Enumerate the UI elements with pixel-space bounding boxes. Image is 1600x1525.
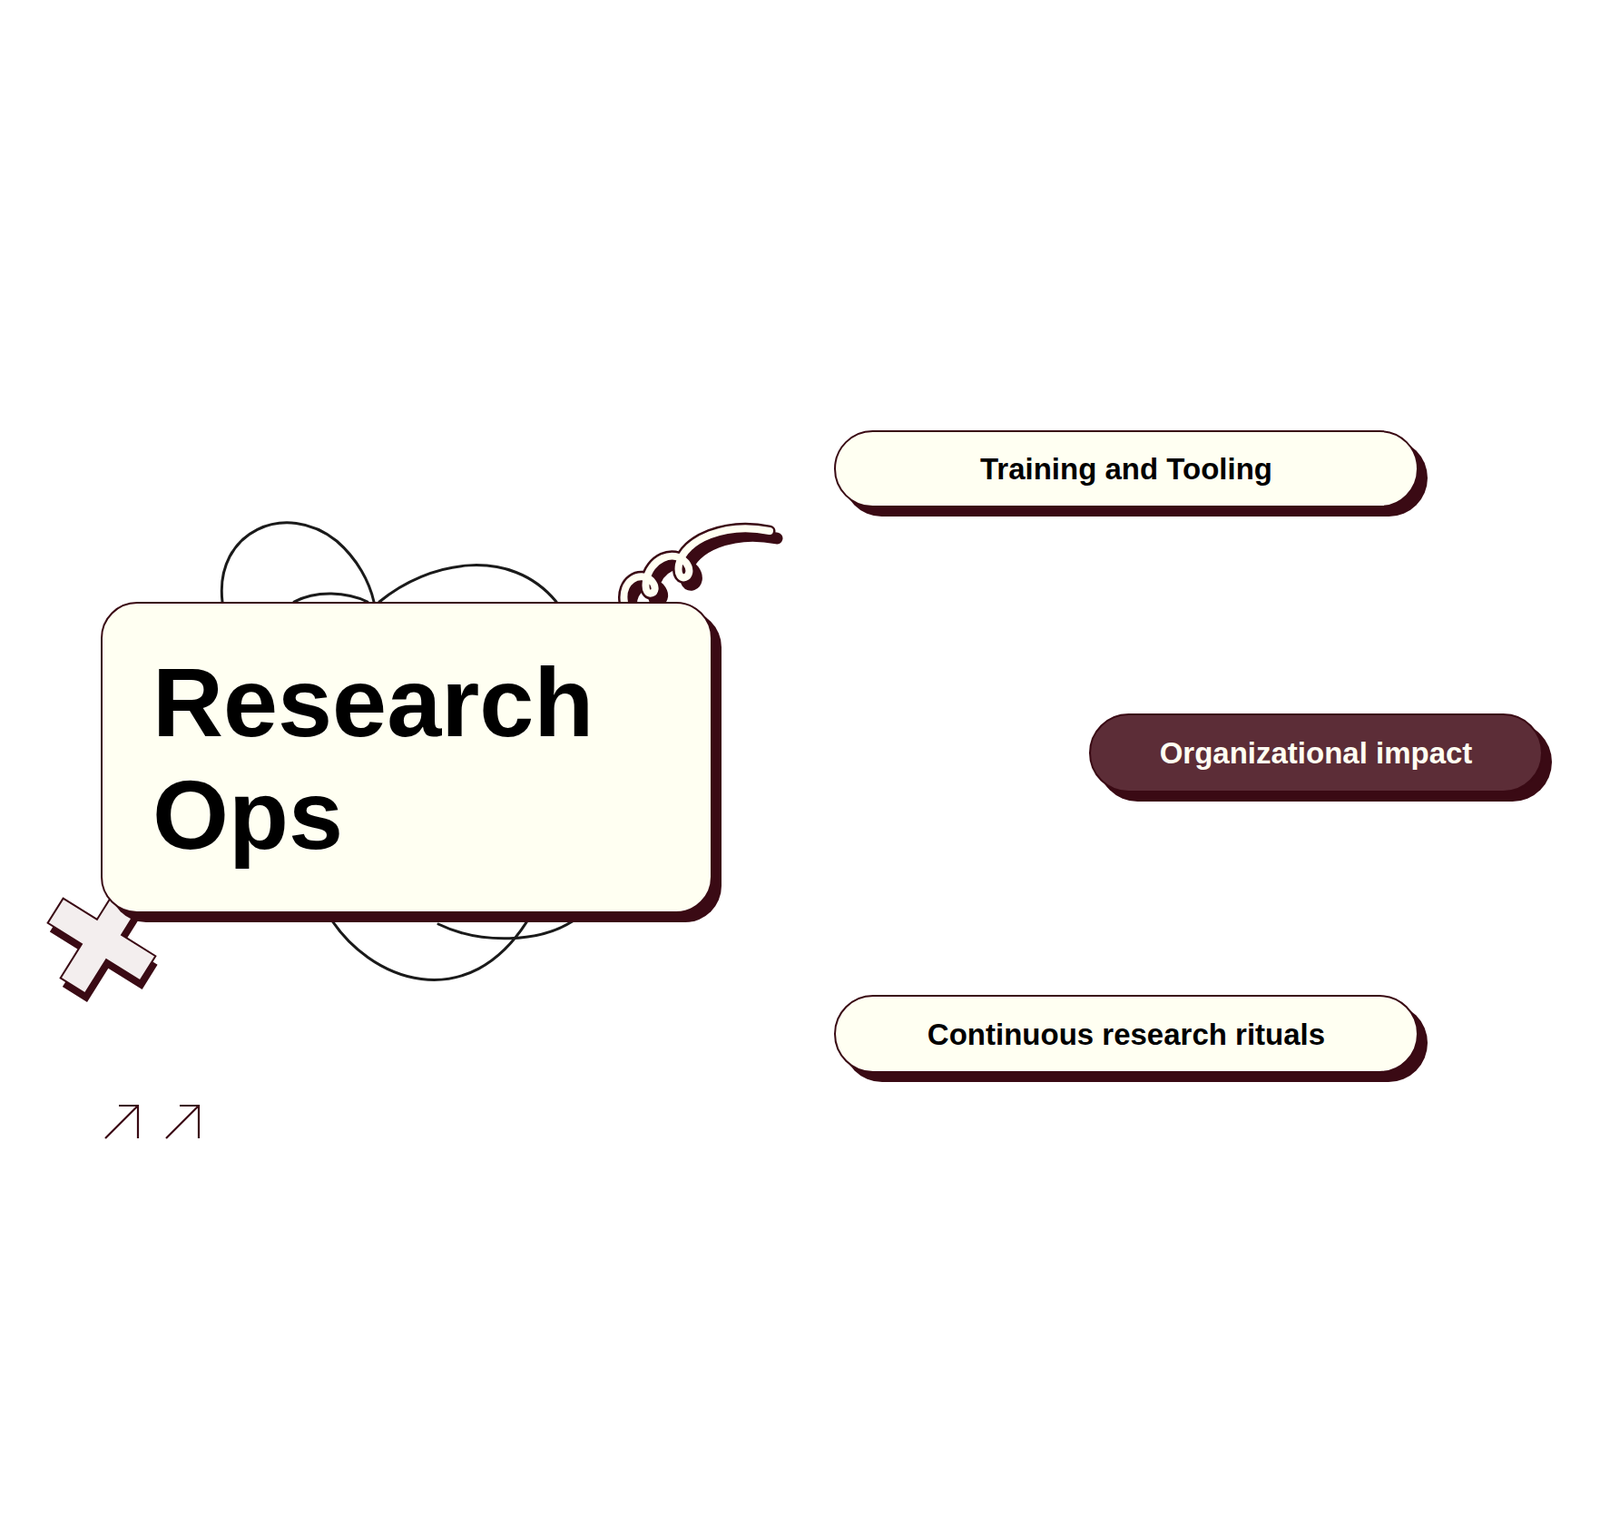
- scribble-loop: [328, 914, 531, 980]
- topic-text: Training and Tooling: [980, 450, 1273, 488]
- scribble-loop: [294, 593, 368, 602]
- scribble-loop: [221, 522, 374, 602]
- arrow-icon: [105, 1105, 138, 1139]
- scribble-loop: [438, 918, 577, 939]
- coil-outline: [624, 528, 770, 603]
- arrow-icons: [105, 1105, 199, 1139]
- title-box: Research Ops: [100, 601, 713, 913]
- coil-body: [624, 528, 770, 603]
- arrow-icon: [166, 1105, 199, 1139]
- topic-pill-highlight: Organizational impact: [1089, 713, 1543, 793]
- topic-pill: Continuous research rituals: [834, 994, 1419, 1073]
- topic-pill: Training and Tooling: [834, 430, 1419, 508]
- scribble-loop: [379, 565, 557, 602]
- spring-coil: [624, 528, 777, 610]
- title-text: Research Ops: [152, 646, 625, 872]
- topic-text: Organizational impact: [1159, 734, 1473, 772]
- topic-text: Continuous research rituals: [927, 1015, 1326, 1053]
